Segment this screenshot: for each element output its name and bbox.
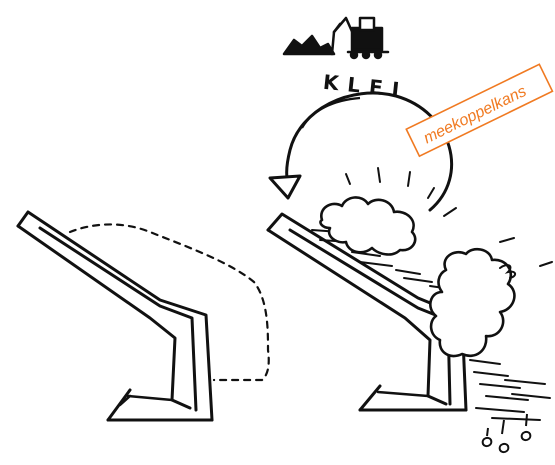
material-label: KLEI: [322, 70, 409, 103]
dike-before: [18, 212, 212, 420]
arrow-head-icon: [270, 176, 300, 198]
excavator-icon: [284, 18, 388, 58]
bush-slope-icon: [430, 249, 514, 356]
opportunity-tag: meekoppelkans: [406, 64, 552, 156]
